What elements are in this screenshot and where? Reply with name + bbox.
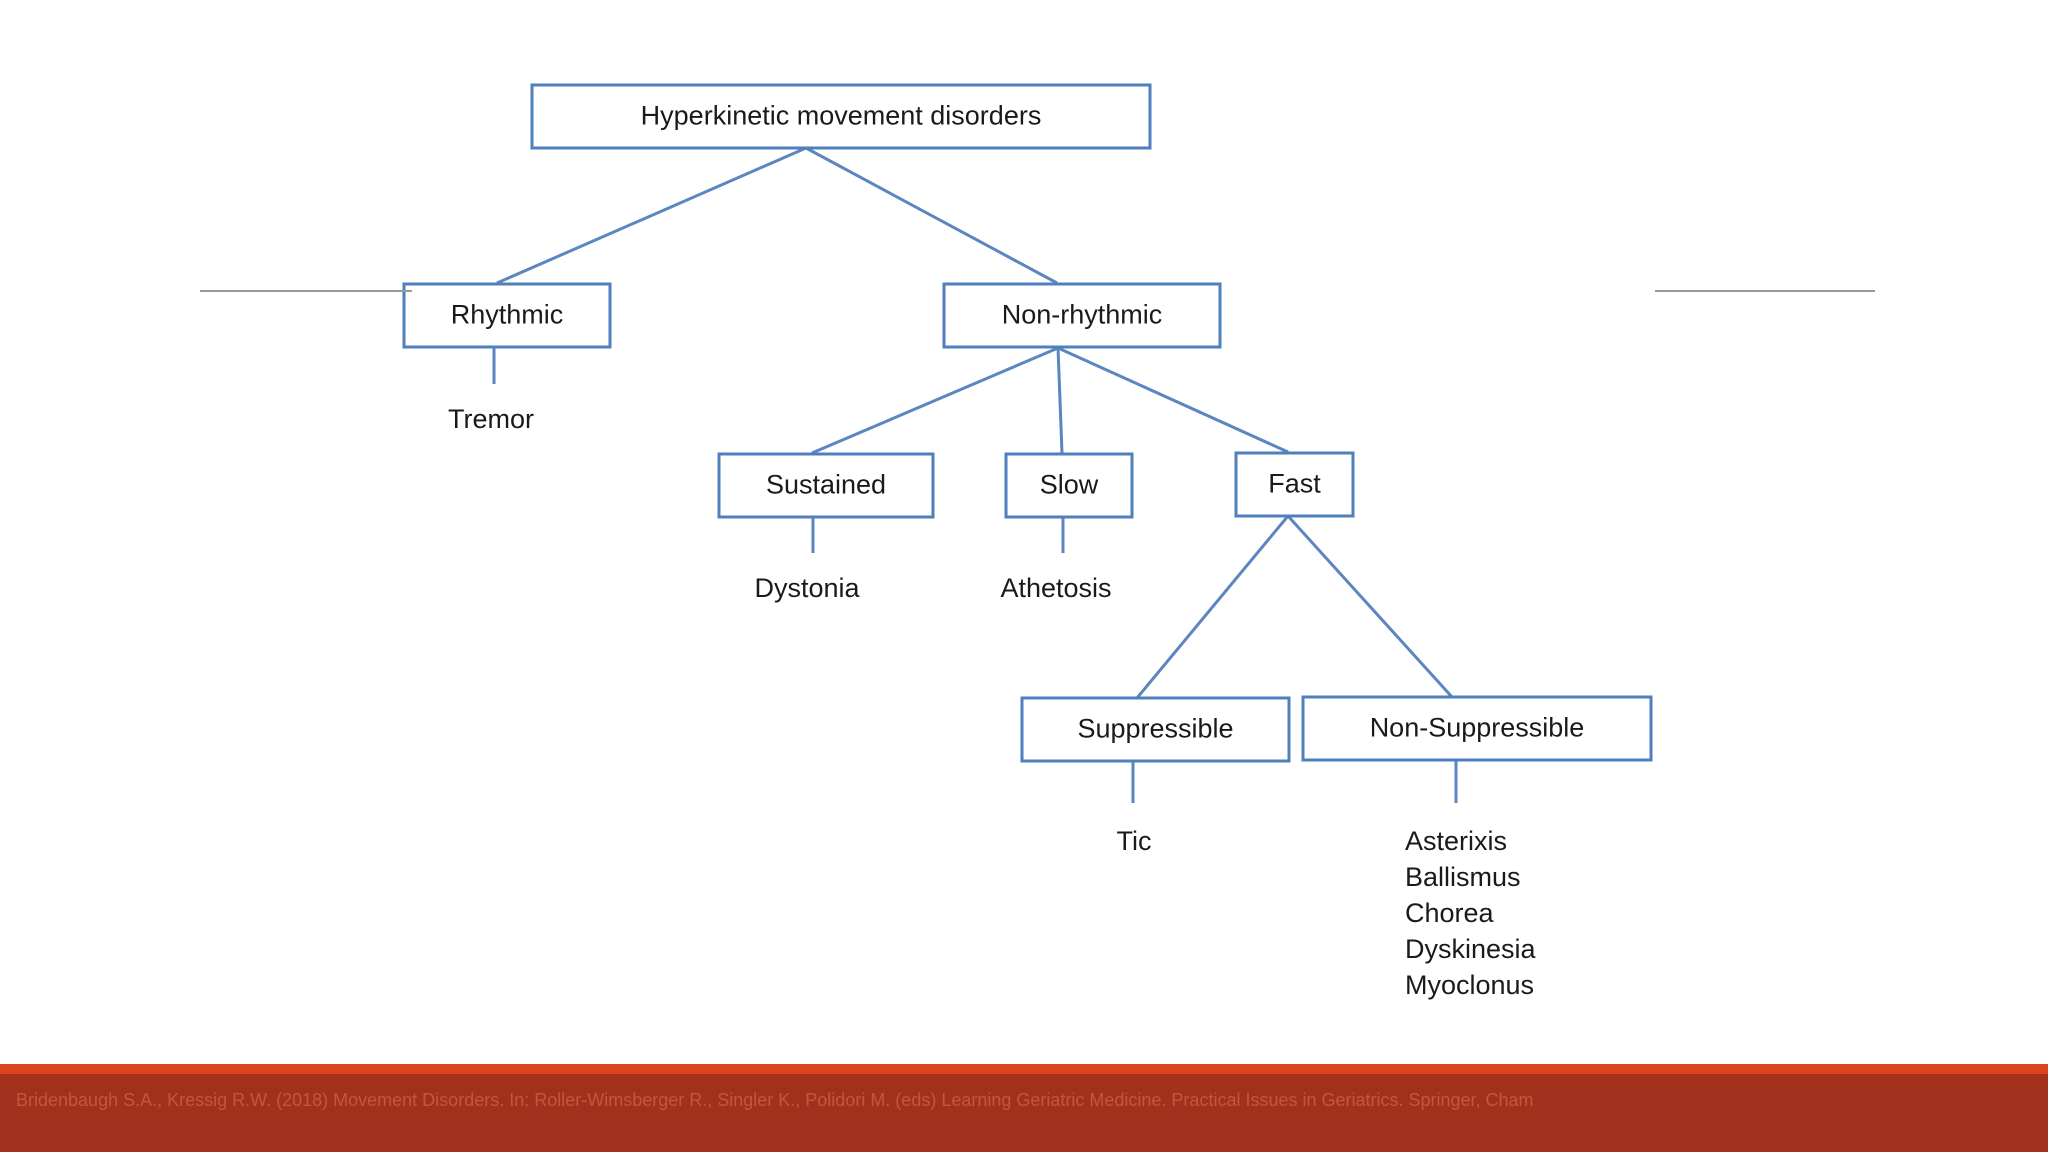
sustained-node-frame [717,452,935,519]
example-athetosis: Athetosis [1000,573,1111,603]
slow-node-label: Slow [1040,470,1099,500]
rhythmic-node-label: Rhythmic [451,300,564,330]
connector-root-nonrhythmic [805,146,1058,285]
suppressible-node-frame [1020,696,1291,763]
horizontal-rule-right [1655,290,1875,292]
non-rhythmic-node: Non-rhythmic [942,282,1222,349]
non-rhythmic-node-label: Non-rhythmic [1002,300,1163,330]
connector-root-rhythmic [496,146,807,285]
example-non-suppressible: Dyskinesia [1405,934,1537,964]
footer-accent-stripe [0,1064,2048,1074]
example-tremor: Tremor [448,404,534,434]
footer-citation: Bridenbaugh S.A., Kressig R.W. (2018) Mo… [16,1090,1534,1110]
sustained-node: Sustained [717,452,935,519]
root-node-frame [530,83,1152,150]
example-dystonia: Dystonia [754,573,860,603]
connector-nonrhythmic-slow [1056,347,1064,454]
non-suppressible-node-label: Non-Suppressible [1370,713,1585,743]
fast-node-frame [1234,451,1355,518]
fast-node: Fast [1234,451,1355,518]
horizontal-rule-left [200,290,412,292]
connector-fast-suppressible [1135,515,1290,699]
suppressible-node: Suppressible [1020,696,1291,763]
connector-nonrhythmic-sustained [811,346,1059,455]
footer: Bridenbaugh S.A., Kressig R.W. (2018) Mo… [0,1064,2048,1152]
rhythmic-node-frame [402,282,612,349]
non-suppressible-node: Non-Suppressible [1301,695,1653,762]
footer-band [0,1074,2048,1152]
connector-lines [492,146,1458,803]
connector-fast-nonsuppressible [1286,514,1454,699]
root-node-label: Hyperkinetic movement disorders [641,101,1042,131]
suppressible-node-label: Suppressible [1077,714,1233,744]
example-non-suppressible: Myoclonus [1405,970,1534,1000]
connector-nonrhythmic-fast [1057,346,1289,454]
slow-node-frame [1004,452,1134,519]
non-suppressible-node-frame [1301,695,1653,762]
root-node: Hyperkinetic movement disorders [530,83,1152,150]
example-tic: Tic [1117,826,1152,856]
rhythmic-node: Rhythmic [402,282,612,349]
example-non-suppressible: Asterixis [1405,826,1507,856]
sustained-node-label: Sustained [766,470,886,500]
example-non-suppressible: Ballismus [1405,862,1521,892]
fast-node-label: Fast [1268,469,1321,499]
slow-node: Slow [1004,452,1134,519]
example-non-suppressible: Chorea [1405,898,1495,928]
non-rhythmic-node-frame [942,282,1222,349]
